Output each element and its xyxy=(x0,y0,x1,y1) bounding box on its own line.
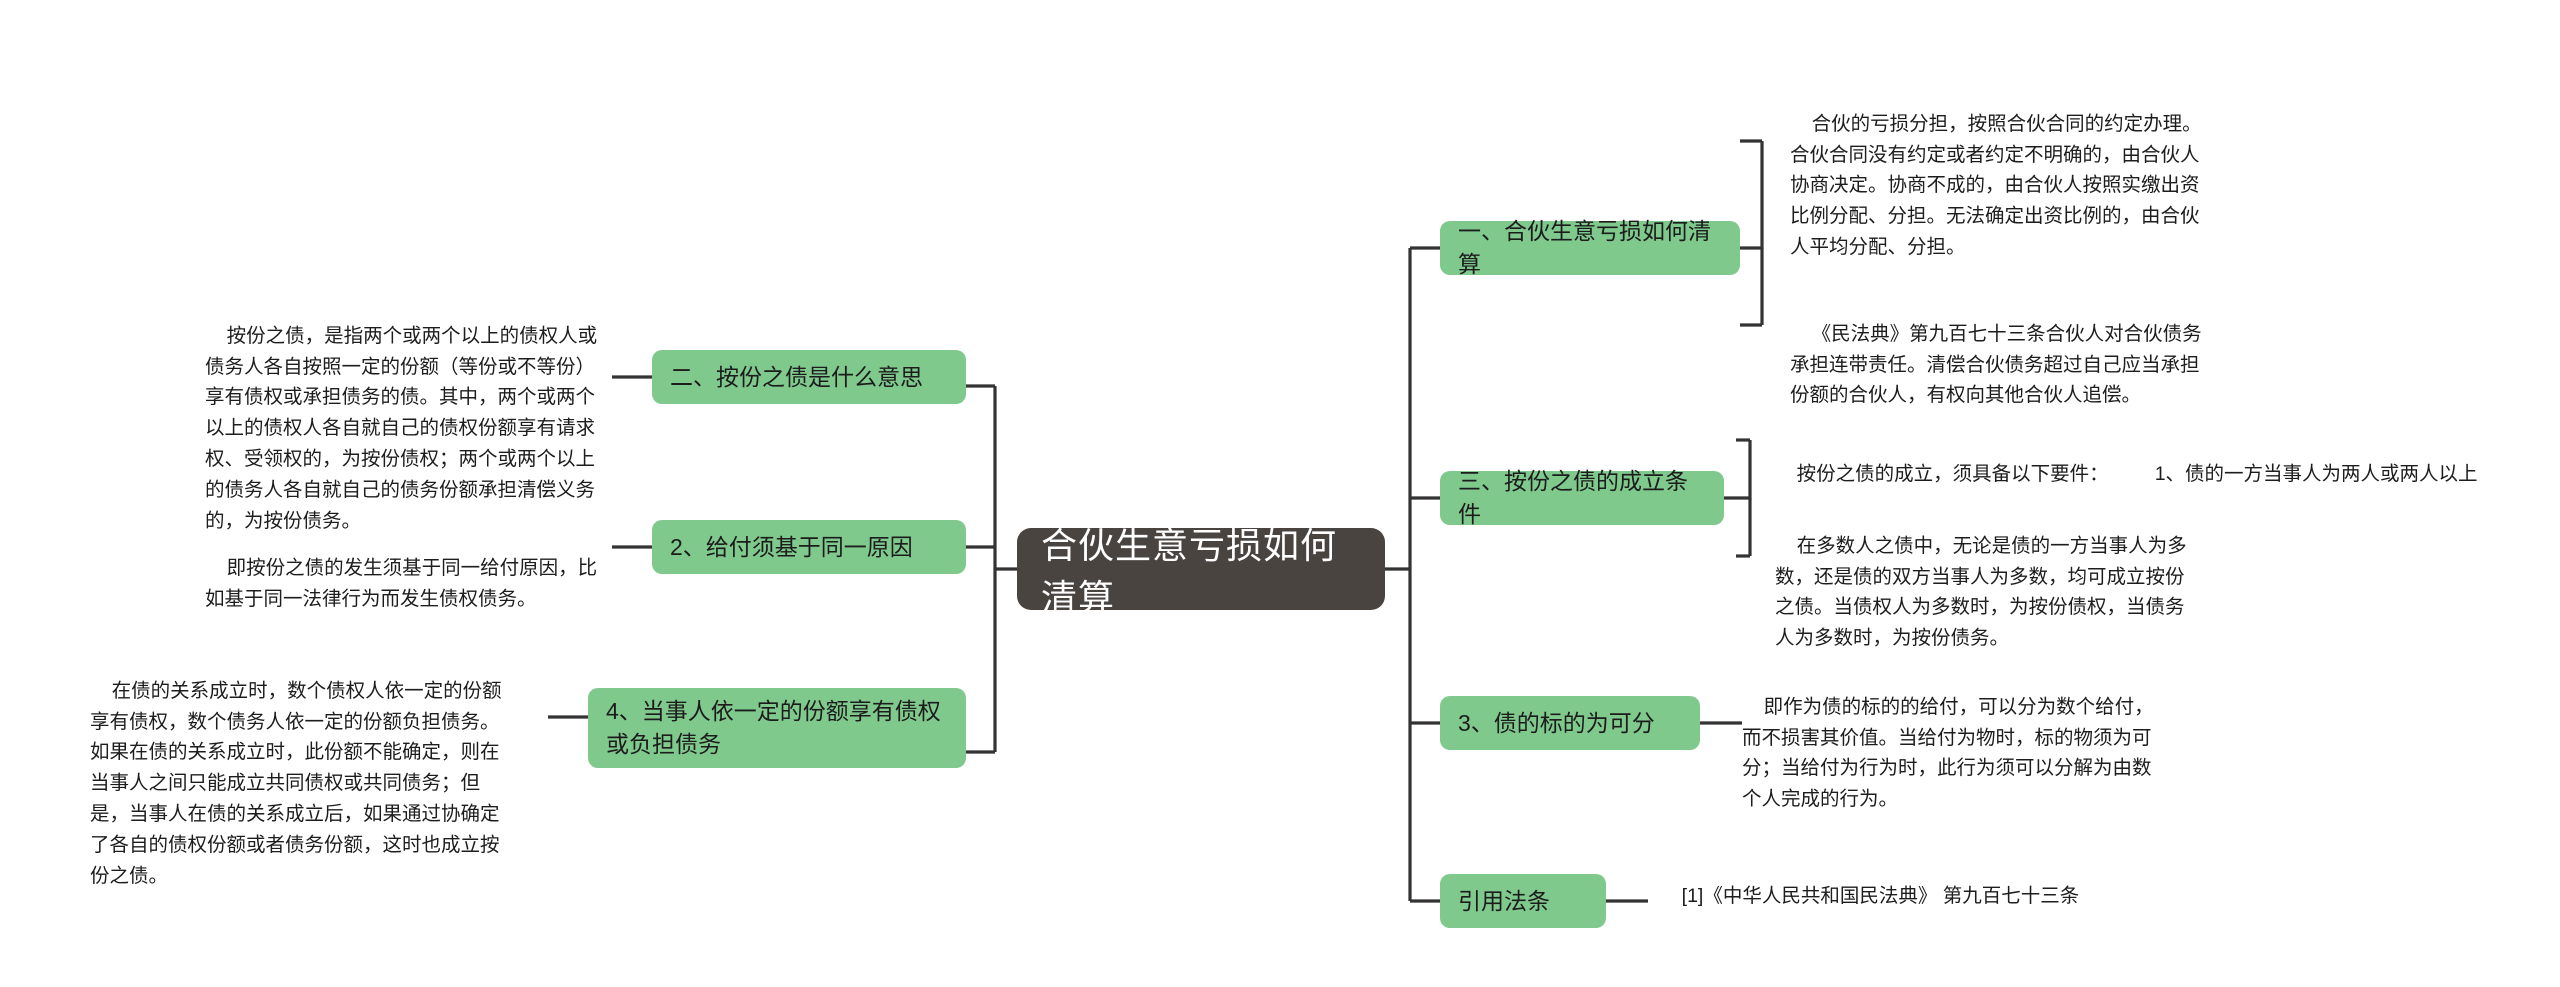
branch-node-right-1-label: 一、合伙生意亏损如何清算 xyxy=(1458,218,1711,277)
branch-node-left-3[interactable]: 4、当事人依一定的份额享有债权或负担债务 xyxy=(588,688,966,768)
leaf-text-right-1b: 《民法典》第九百七十三条合伙人对合伙债务承担连带责任。清偿合伙债务超过自己应当承… xyxy=(1790,288,2210,442)
branch-node-right-4[interactable]: 引用法条 xyxy=(1440,874,1606,928)
leaf-text-left-2-body: 即按份之债的发生须基于同一给付原因，比如基于同一法律行为而发生债权债务。 xyxy=(205,556,598,610)
branch-node-right-3-label: 3、债的标的为可分 xyxy=(1458,709,1655,736)
branch-node-right-3[interactable]: 3、债的标的为可分 xyxy=(1440,696,1700,750)
root-node[interactable]: 合伙生意亏损如何清算 xyxy=(1017,525,1385,618)
branch-node-left-2-label: 2、给付须基于同一原因 xyxy=(670,533,913,560)
branch-node-right-2-label: 三、按份之债的成立条件 xyxy=(1458,468,1688,527)
branch-node-right-4-label: 引用法条 xyxy=(1458,887,1550,914)
leaf-text-right-4: [1]《中华人民共和国民法典》 第九百七十三条 xyxy=(1660,850,2080,942)
branch-node-left-1[interactable]: 二、按份之债是什么意思 xyxy=(652,350,966,404)
leaf-text-left-3-body: 在债的关系成立时，数个债权人依一定的份额享有债权，数个债务人依一定的份额负担债务… xyxy=(90,679,502,887)
leaf-text-right-1a-body: 合伙的亏损分担，按照合伙合同的约定办理。合伙合同没有约定或者约定不明确的，由合伙… xyxy=(1790,112,2202,258)
leaf-text-right-1a: 合伙的亏损分担，按照合伙合同的约定办理。合伙合同没有约定或者约定不明确的，由合伙… xyxy=(1790,78,2210,294)
leaf-text-right-1b-body: 《民法典》第九百七十三条合伙人对合伙债务承担连带责任。清偿合伙债务超过自己应当承… xyxy=(1790,322,2202,407)
branch-node-right-2[interactable]: 三、按份之债的成立条件 xyxy=(1440,468,1724,527)
leaf-text-right-2a-body: 按份之债的成立，须具备以下要件： xyxy=(1796,462,2109,485)
leaf-text-right-2b: 在多数人之债中，无论是债的一方当事人为多数，还是债的双方当事人为多数，均可成立按… xyxy=(1775,500,2195,685)
leaf-text-left-1-body: 按份之债，是指两个或两个以上的债权人或债务人各自按照一定的份额（等份或不等份）享… xyxy=(205,324,598,532)
leaf-text-left-3: 在债的关系成立时，数个债权人依一定的份额享有债权，数个债务人依一定的份额负担债务… xyxy=(90,645,510,922)
leaf-text-left-1: 按份之债，是指两个或两个以上的债权人或债务人各自按照一定的份额（等份或不等份）享… xyxy=(205,290,605,567)
branch-node-right-1[interactable]: 一、合伙生意亏损如何清算 xyxy=(1440,218,1740,277)
branch-node-left-1-label: 二、按份之债是什么意思 xyxy=(670,363,923,390)
leaf-text-right-2a-item: 1、债的一方当事人为两人或两人以上 xyxy=(2154,462,2478,485)
leaf-text-left-2: 即按份之债的发生须基于同一给付原因，比如基于同一法律行为而发生债权债务。 xyxy=(205,522,605,645)
leaf-text-right-2b-body: 在多数人之债中，无论是债的一方当事人为多数，还是债的双方当事人为多数，均可成立按… xyxy=(1775,534,2187,650)
branch-node-left-2[interactable]: 2、给付须基于同一原因 xyxy=(652,520,966,574)
leaf-text-right-3: 即作为债的标的的给付，可以分为数个给付，而不损害其价值。当给付为物时，标的物须为… xyxy=(1742,661,2162,846)
branch-node-left-3-label: 4、当事人依一定的份额享有债权或负担债务 xyxy=(606,698,941,757)
leaf-text-right-3-body: 即作为债的标的的给付，可以分为数个给付，而不损害其价值。当给付为物时，标的物须为… xyxy=(1742,695,2154,811)
leaf-text-right-4-body: [1]《中华人民共和国民法典》 第九百七十三条 xyxy=(1681,884,2080,907)
leaf-text-right-2a: 按份之债的成立，须具备以下要件： 1、债的一方当事人为两人或两人以上 xyxy=(1775,428,2560,520)
root-node-label: 合伙生意亏损如何清算 xyxy=(1041,525,1338,618)
